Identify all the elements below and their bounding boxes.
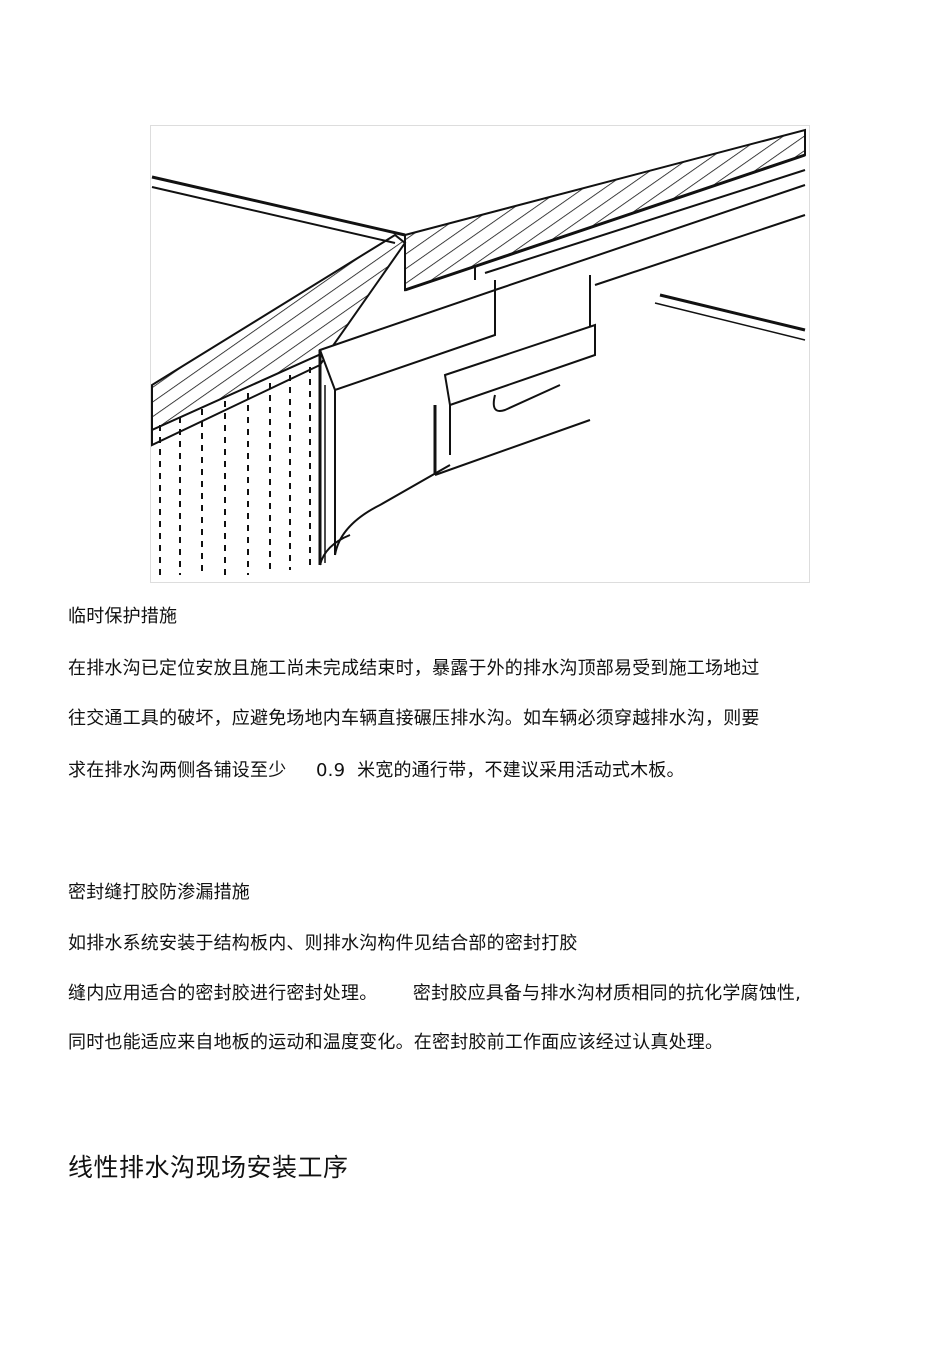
paragraph-line: 往交通工具的破坏，应避免场地内车辆直接碾压排水沟。如车辆必须穿越排水沟，则要 [68, 708, 760, 729]
page-heading: 线性排水沟现场安装工序 [68, 1153, 349, 1182]
section-title: 密封缝打胶防渗漏措施 [68, 882, 250, 903]
paragraph-line: 同时也能适应来自地板的运动和温度变化。在密封胶前工作面应该经过认真处理。 [68, 1032, 724, 1053]
section-title: 临时保护措施 [68, 606, 178, 627]
paragraph-line: 在排水沟已定位安放且施工尚未完成结束时，暴露于外的排水沟顶部易受到施工场地过 [68, 658, 760, 679]
drainage-channel-illustration [150, 125, 810, 583]
paragraph-line: 如排水系统安装于结构板内、则排水沟构件见结合部的密封打胶 [68, 933, 578, 954]
paragraph-line: 缝内应用适合的密封胶进行密封处理。 密封胶应具备与排水沟材质相同的抗化学腐蚀性, [68, 983, 802, 1004]
paragraph-line: 求在排水沟两侧各铺设至少 0.9 米宽的通行带，不建议采用活动式木板。 [68, 760, 685, 781]
